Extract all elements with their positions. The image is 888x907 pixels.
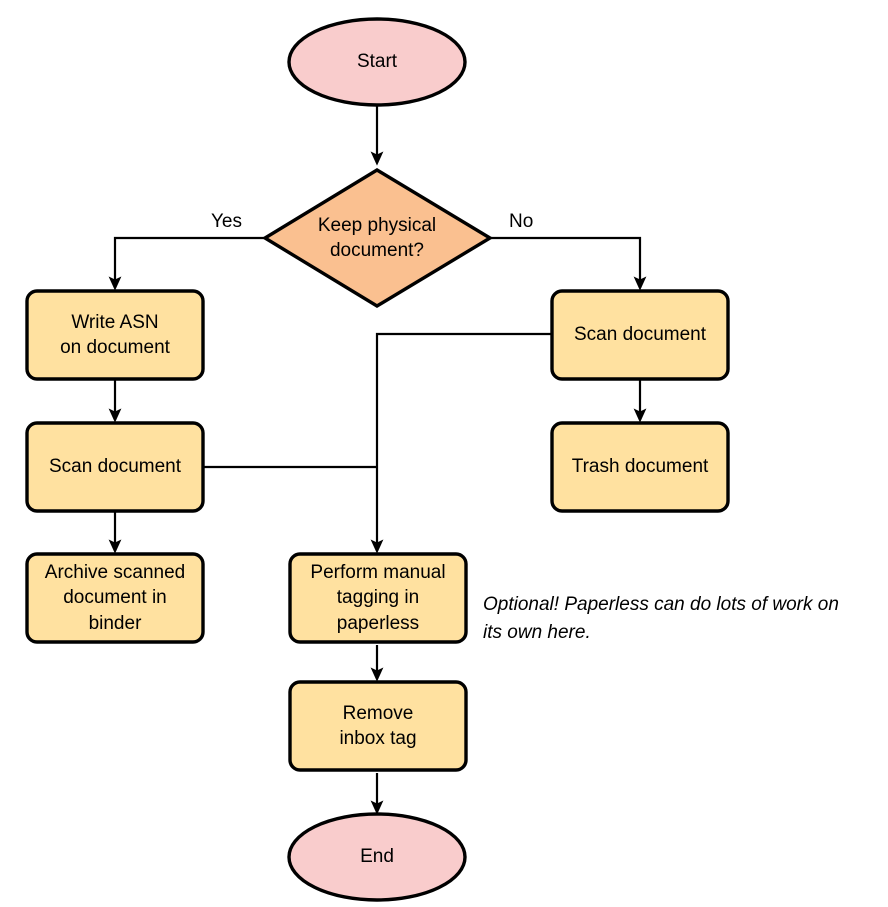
node-remove-inbox-shape[interactable]	[288, 680, 468, 772]
node-scan-right-shape[interactable]	[550, 289, 730, 381]
edge-decision-to-write-asn	[108, 236, 265, 291]
edge-decision-to-scan-right	[490, 236, 647, 291]
node-start-shape[interactable]	[287, 17, 467, 107]
node-decision-shape[interactable]	[261, 168, 494, 308]
node-tagging-shape[interactable]	[288, 552, 468, 644]
node-scan-left-shape[interactable]	[25, 421, 205, 513]
edge-scan-right-to-tagging	[370, 332, 552, 554]
node-write-asn-shape[interactable]	[25, 289, 205, 381]
node-trash-shape[interactable]	[550, 421, 730, 513]
node-archive-shape[interactable]	[25, 552, 205, 644]
node-end-shape[interactable]	[287, 812, 467, 902]
